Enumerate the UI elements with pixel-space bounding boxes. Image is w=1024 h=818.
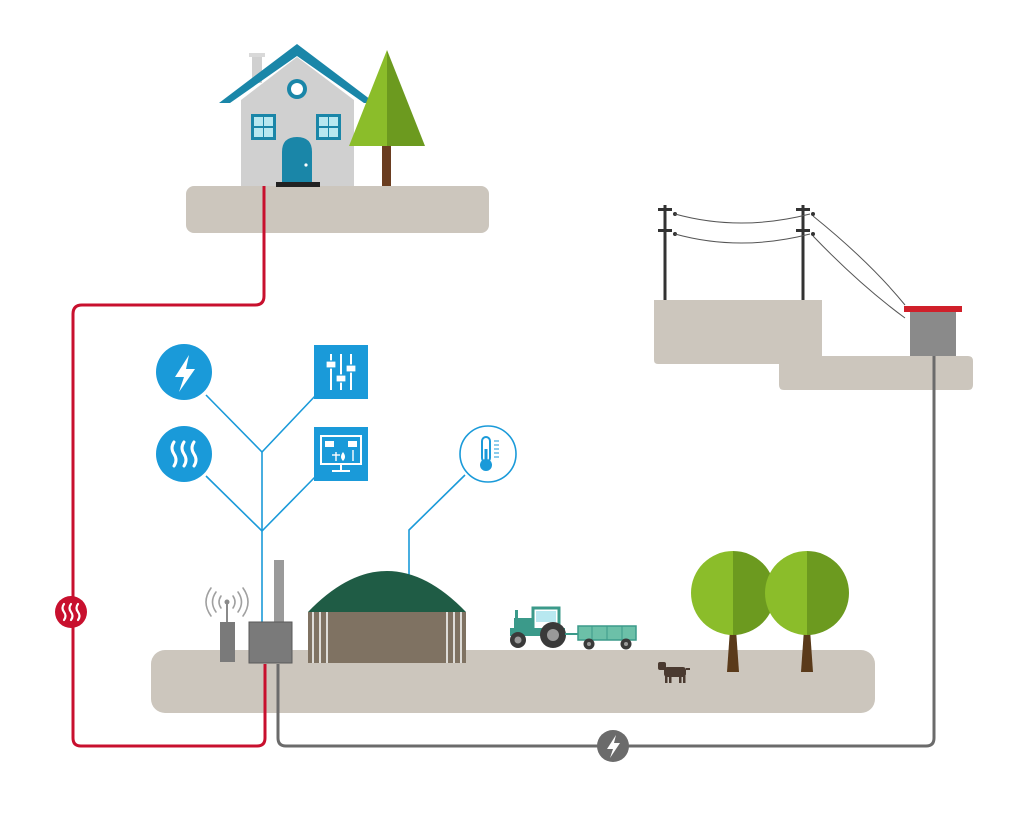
biogas-plant: [308, 571, 466, 663]
heat-line: [71, 186, 267, 748]
trailer: [577, 625, 637, 650]
control-feature: [314, 345, 368, 399]
cow: [658, 662, 690, 683]
antenna: [205, 587, 249, 662]
power-pole-icon: [663, 205, 805, 300]
chp-unit-icon: [248, 621, 293, 664]
cow-icon: [658, 662, 690, 683]
heat-line-badge: [55, 596, 87, 628]
tree-icon: [765, 551, 849, 672]
tractor: [510, 606, 580, 648]
tractor-icon: [510, 606, 580, 648]
biogas-digester-icon: [308, 571, 466, 663]
monitor-dashboard-icon: [320, 435, 362, 472]
thermometer-icon: [480, 436, 499, 471]
lightning-icon: [607, 735, 620, 758]
house-ground: [186, 186, 489, 233]
transformer: [904, 306, 962, 356]
sliders-icon: [325, 354, 357, 390]
heat-feature: [156, 426, 212, 482]
trailer-icon: [577, 625, 637, 650]
transformer-box-icon: [910, 310, 956, 356]
lightning-icon: [175, 355, 195, 392]
grid-ground: [654, 300, 973, 390]
chimney: [274, 560, 284, 624]
monitoring-feature: [314, 427, 368, 481]
house: [219, 44, 375, 187]
tree-icon: [691, 551, 775, 672]
heat-waves-icon: [170, 440, 198, 468]
heat-waves-icon: [61, 602, 81, 622]
power-line: [658, 205, 906, 319]
power-line-badge: [597, 730, 629, 762]
trees: [691, 551, 849, 672]
temperature-feature: [459, 425, 517, 483]
antenna-icon: [205, 587, 249, 622]
pine-tree-icon: [349, 50, 425, 186]
electricity-feature: [156, 344, 212, 400]
farm-ground: [151, 650, 875, 713]
chp-unit: [248, 560, 293, 664]
